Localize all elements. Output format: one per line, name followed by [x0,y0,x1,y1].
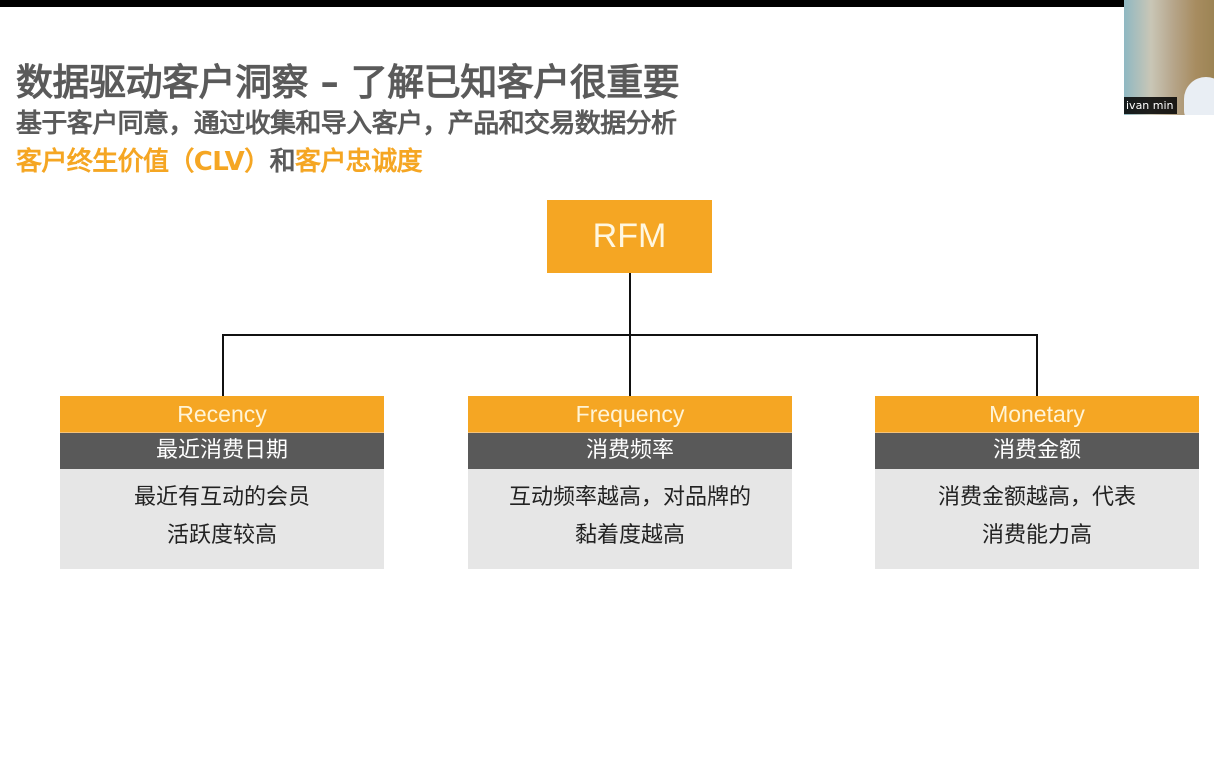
card-recency-title: Recency [60,396,384,432]
card-monetary-desc-line2: 消费能力高 [981,523,1092,548]
card-frequency: Frequency 消费频率 互动频率越高，对品牌的 黏着度越高 [468,396,792,569]
slide-title: 数据驱动客户洞察 – 了解已知客户很重要 [16,61,680,104]
card-monetary-title: Monetary [875,396,1199,432]
card-monetary: Monetary 消费金额 消费金额越高，代表 消费能力高 [875,396,1199,569]
card-frequency-desc-line1: 互动频率越高，对品牌的 [508,485,751,510]
card-frequency-title: Frequency [468,396,792,432]
slide-subtitle: 基于客户同意，通过收集和导入客户，产品和交易数据分析 [16,109,677,139]
connector-recency [222,334,224,396]
card-recency-desc-line2: 活跃度较高 [166,523,277,548]
card-monetary-desc-line1: 消费金额越高，代表 [937,485,1136,510]
highlight-connector: 和 [269,147,296,177]
card-frequency-description: 互动频率越高，对品牌的 黏着度越高 [468,469,792,569]
card-recency: Recency 最近消费日期 最近有互动的会员 活跃度较高 [60,396,384,569]
card-frequency-desc-line2: 黏着度越高 [574,523,685,548]
highlight-loyalty: 客户忠诚度 [295,147,423,177]
slide-highlight: 客户终生价值（CLV）和客户忠诚度 [16,141,423,178]
connector-root-vertical [629,273,631,335]
connector-frequency [629,334,631,396]
top-bar [0,0,1124,7]
card-recency-description: 最近有互动的会员 活跃度较高 [60,469,384,569]
card-recency-desc-line1: 最近有互动的会员 [133,485,310,510]
rfm-root-node: RFM [547,200,712,273]
connector-monetary [1036,334,1038,396]
webcam-thumbnail[interactable]: ivan min [1124,0,1214,115]
card-monetary-description: 消费金额越高，代表 消费能力高 [875,469,1199,569]
highlight-clv: 客户终生价值（CLV） [16,147,270,177]
participant-video [1184,77,1214,115]
participant-name: ivan min [1124,97,1177,114]
card-monetary-subtitle: 消费金额 [875,432,1199,469]
card-recency-subtitle: 最近消费日期 [60,432,384,469]
card-frequency-subtitle: 消费频率 [468,432,792,469]
